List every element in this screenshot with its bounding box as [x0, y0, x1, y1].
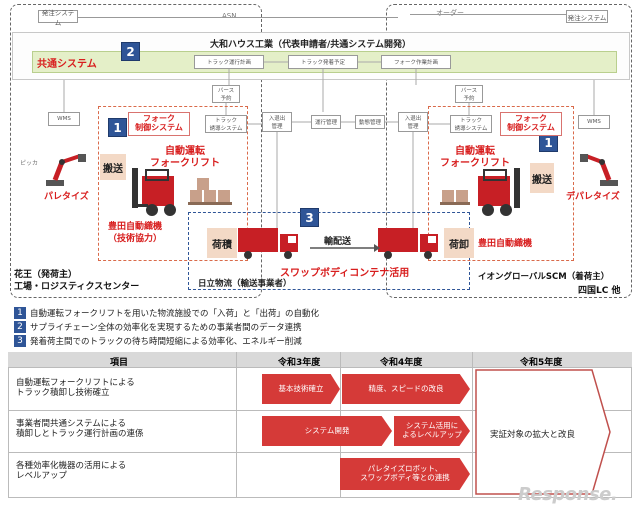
fork-work-plan-box: フォーク作業計画	[381, 55, 451, 69]
truck-guide-right: トラック 誘導システム	[450, 115, 492, 133]
note-text: サプライチェーン全体の効率化を実現するための事業者間のデータ連携	[30, 323, 302, 333]
palletize-label: パレタイズ	[44, 192, 89, 202]
in-out-right: 入退出 管理	[398, 112, 428, 132]
bar-system-dev: システム開発	[262, 416, 392, 446]
vehicle-mgmt: 動態管理	[355, 115, 385, 129]
kao-label: 花王（発荷主） 工場・ロジスティクスセンター	[14, 270, 140, 292]
note-row: 1 自動運転フォークリフトを用いた物流施設での「入荷」と「出荷」の自動化	[14, 306, 634, 320]
connector-lines	[63, 61, 595, 232]
order-line	[410, 14, 566, 15]
kao-frame	[10, 4, 262, 298]
convey-right: 搬送	[530, 163, 554, 193]
r5-arrow-outline	[475, 369, 611, 495]
asn-line	[78, 17, 398, 18]
note-number: 2	[14, 321, 26, 333]
truck-left-icon	[238, 228, 298, 259]
forklift-left-icon	[132, 168, 232, 216]
row-divider	[8, 452, 632, 453]
row-label-1: 自動運転フォークリフトによる トラック積卸し技術確立	[16, 378, 135, 399]
forklift-right-icon	[440, 168, 520, 216]
header-r5: 令和5年度	[520, 358, 563, 368]
bar-system-levelup: システム活用に よるレベルアップ	[394, 416, 470, 446]
dispatch-mgmt: 運行管理	[311, 115, 341, 129]
aeon-frame	[386, 4, 632, 298]
note-row: 3 発着荷主間でのトラックの待ち時間短縮による効率化、エネルギー削減	[14, 334, 634, 348]
order-system-right: 発注システム	[566, 10, 608, 23]
header-r3: 令和3年度	[278, 358, 321, 368]
bar-expand: 実証対象の拡大と改良	[490, 430, 576, 440]
row-label-2: 事業者間共通システムによる 積卸しとトラック運行計画の連係	[16, 419, 144, 440]
robot-arm-right-icon	[580, 154, 618, 186]
truck-dispatch-box: トラック発着予定	[288, 55, 358, 69]
wms-left: WMS	[48, 112, 80, 126]
bar-palletize-robot: パレタイズロボット、 スワップボディ等との連携	[340, 458, 470, 490]
fork-control-left: フォーク 制御システム	[128, 112, 190, 136]
note-text: 自動運転フォークリフトを用いた物流施設での「入荷」と「出荷」の自動化	[30, 309, 320, 319]
fork-control-right: フォーク 制御システム	[500, 112, 562, 136]
order-system-left: 発注システム	[38, 9, 78, 27]
shikoku-label: 四国LC 他	[578, 286, 621, 296]
depalletize-label: デパレタイズ	[566, 192, 620, 202]
daiwa-title: 大和ハウス工業（代表申請者/共通システム開発）	[210, 40, 412, 50]
header-r4: 令和4年度	[380, 358, 423, 368]
schedule-header	[8, 352, 632, 368]
col-divider	[472, 352, 473, 498]
toyota-left: 豊田自動織機 （技術協力）	[108, 222, 163, 244]
transport-label: 輸配送	[324, 237, 352, 247]
truck-plan-box: トラック運行計画	[194, 55, 264, 69]
note-row: 2 サプライチェーン全体の効率化を実現するための事業者間のデータ連携	[14, 320, 634, 334]
aeon-facility-frame	[428, 106, 574, 261]
note-text: 発着荷主間でのトラックの待ち時間短縮による効率化、エネルギー削減	[30, 337, 302, 347]
common-system-label: 共通システム	[37, 59, 97, 70]
bar-accuracy: 精度、スピードの改良	[342, 374, 470, 404]
bar-basic-tech: 基本技術確立	[262, 374, 340, 404]
swap-body-label: スワップボディコンテナ活用	[280, 268, 410, 279]
badge-2: 2	[121, 42, 140, 61]
row-label-3: 各種効率化機器の活用による レベルアップ	[16, 461, 127, 482]
hitachi-label: 日立物流（輸送事業者）	[198, 279, 292, 289]
col-divider	[236, 352, 237, 498]
picker-label: ピッカ	[20, 160, 39, 167]
note-number: 3	[14, 335, 26, 347]
wms-right: WMS	[578, 115, 610, 129]
notes-list: 1 自動運転フォークリフトを用いた物流施設での「入荷」と「出荷」の自動化 2 サ…	[14, 306, 634, 348]
auto-fork-left-label: 自動運転 フォークリフト	[150, 146, 220, 169]
in-out-left: 入退出 管理	[262, 112, 292, 132]
truck-guide-left: トラック 誘導システム	[205, 115, 247, 133]
kao-facility-frame	[98, 106, 248, 261]
badge-1-left: 1	[108, 118, 127, 137]
aeon-label: イオングローバルSCM（着荷主）	[478, 272, 610, 282]
response-watermark: Response.	[518, 484, 618, 505]
note-number: 1	[14, 307, 26, 319]
order-label: オーダー	[436, 9, 464, 17]
auto-fork-right-label: 自動運転 フォークリフト	[440, 146, 510, 169]
toyota-right: 豊田自動織機	[478, 239, 533, 249]
robot-arm-left-icon	[46, 154, 86, 186]
transport-arrow-icon	[310, 244, 380, 252]
header-item: 項目	[110, 358, 129, 368]
berth-right: バース 予約	[455, 85, 483, 103]
berth-left: バース 予約	[212, 85, 240, 103]
convey-left: 搬送	[100, 154, 126, 180]
unloading-box: 荷卸	[444, 228, 474, 258]
asn-label: ASN	[222, 12, 237, 20]
truck-right-icon	[378, 228, 438, 259]
loading-box: 荷積	[207, 228, 237, 258]
row-divider	[8, 410, 632, 411]
